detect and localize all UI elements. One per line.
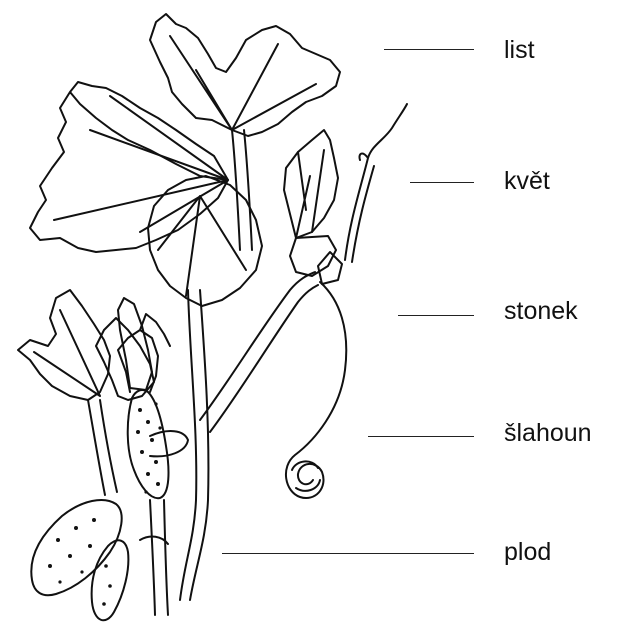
leaf-top xyxy=(150,14,340,136)
branch-to-flower xyxy=(200,272,318,432)
label-list: list xyxy=(504,38,535,63)
flower xyxy=(284,130,338,238)
fruit-upper xyxy=(128,390,169,498)
fruit-lower-left xyxy=(31,500,121,595)
flower-petals xyxy=(296,150,324,238)
label-plod: plod xyxy=(504,540,551,565)
main-stem-inner xyxy=(190,290,208,600)
tendril-curl-detail xyxy=(292,461,320,490)
left-branch-stem xyxy=(88,400,117,495)
label-stonek: stonek xyxy=(504,299,578,324)
leader-line-stonek xyxy=(398,315,474,316)
small-leaf-left-veins xyxy=(34,310,100,396)
label-kvet: květ xyxy=(504,169,550,194)
leader-line-slahoun xyxy=(368,436,474,437)
lower-stem xyxy=(150,500,168,615)
flower-base xyxy=(290,236,336,276)
leader-line-kvet xyxy=(410,182,474,183)
label-slahoun: šlahoun xyxy=(504,421,592,446)
leader-line-plod xyxy=(222,553,474,554)
leader-line-list xyxy=(384,49,474,50)
main-stem xyxy=(180,290,196,600)
upper-tendril xyxy=(345,104,407,262)
leaf-left xyxy=(30,82,228,252)
leaf-top-veins xyxy=(170,36,316,130)
flower-bract xyxy=(318,252,342,284)
